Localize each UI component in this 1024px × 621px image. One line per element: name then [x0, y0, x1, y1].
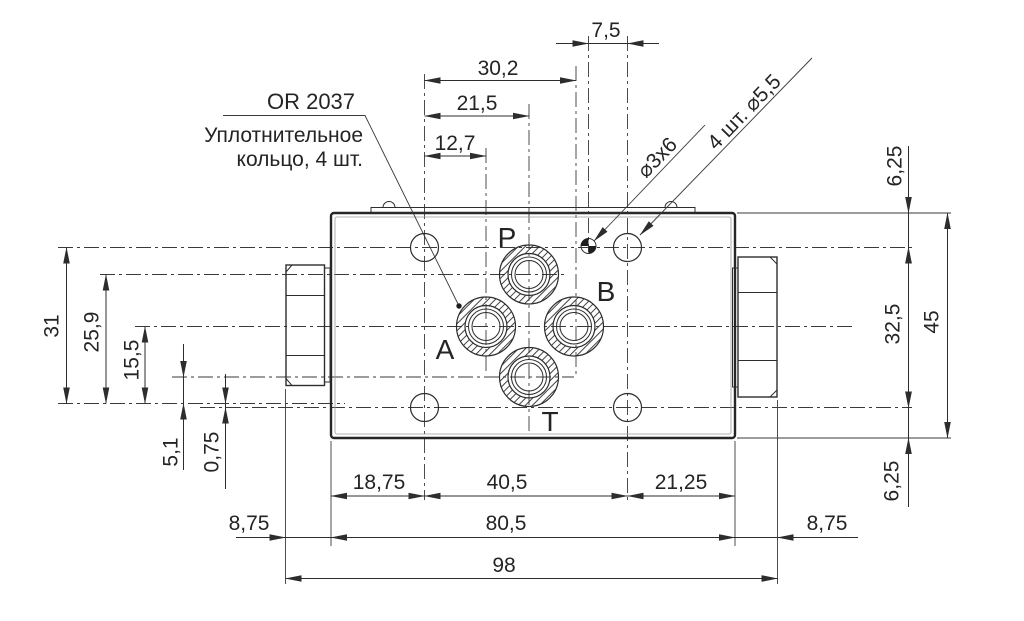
dim-text-25-9: 25,9: [81, 312, 104, 353]
labels: OR 2037 Уплотнительное кольцо, 4 шт. ⌀3x…: [41, 19, 944, 577]
top-strip-bump-left: [382, 201, 396, 208]
holes-group: [409, 232, 643, 423]
mounting-hole-top-left: [409, 232, 440, 263]
leader-oring: [223, 115, 460, 307]
right-nut-chamfer-top: [769, 256, 778, 265]
port-label-t: T: [541, 406, 558, 437]
block-inner-edge: [334, 216, 732, 435]
callout-oring-desc-line2: кольцо, 4 шт.: [237, 148, 363, 171]
dim-text-12-7: 12,7: [435, 132, 476, 155]
leader-oring-dot: [456, 303, 462, 309]
leader-lines: [223, 57, 813, 309]
port-t-oring: [498, 346, 560, 408]
port-a-groove: [468, 308, 504, 345]
right-nut-chamfer-bottom: [769, 389, 778, 398]
top-strip: [370, 207, 696, 214]
mounting-hole-bottom-left: [409, 392, 440, 423]
dim-text-8-75-right: 8,75: [807, 512, 848, 535]
port-t: [498, 346, 560, 408]
left-nut-chamfer-top: [285, 264, 293, 273]
port-b-oring: [543, 296, 605, 357]
port-label-a: A: [436, 334, 455, 365]
port-b-bore: [559, 312, 589, 341]
dim-text-6-25-bottom: 6,25: [881, 461, 904, 502]
dim-text-21-5: 21,5: [457, 92, 498, 115]
left-nut-chamfer-bottom: [285, 378, 293, 386]
dim-text-18-75: 18,75: [353, 471, 406, 494]
dim-text-40-5: 40,5: [487, 471, 528, 494]
left-nut-body: [285, 264, 326, 387]
callout-oring-code: OR 2037: [267, 89, 355, 114]
dim-text-15-5: 15,5: [121, 340, 144, 381]
leader-pin-hole: [593, 124, 706, 242]
mounting-hole-top-right: [612, 232, 643, 263]
dim-text-8-75-left: 8,75: [229, 512, 270, 535]
dimension-lines: [63, 40, 951, 582]
dim-text-32-5: 32,5: [882, 304, 905, 345]
dim-text-5-1: 5,1: [160, 437, 183, 466]
port-b-groove: [556, 308, 592, 345]
port-a: [455, 296, 517, 357]
right-fitting-nut: [732, 256, 778, 398]
top-strip-bump-right: [664, 201, 678, 208]
callout-oring-desc-line1: Уплотнительное: [204, 124, 363, 147]
dim-text-7-5: 7,5: [591, 19, 620, 42]
port-label-p: P: [498, 222, 517, 253]
dim-text-30-2: 30,2: [478, 57, 519, 80]
dim-text-6-25-top: 6,25: [884, 146, 907, 187]
dim-text-21-25: 21,25: [655, 471, 708, 494]
pin-hole-quadrant-se: [588, 246, 596, 254]
dim-text-45: 45: [921, 310, 944, 333]
dim-text-98: 98: [492, 554, 515, 577]
port-a-bore: [471, 312, 501, 341]
ports-group: [455, 244, 605, 408]
port-p-groove: [511, 256, 547, 293]
dim-text-80-5: 80,5: [486, 512, 527, 535]
port-p-bore: [514, 260, 544, 289]
valve-block: [285, 201, 778, 440]
leader-bolt-holes: [639, 57, 813, 236]
port-label-b: B: [597, 276, 616, 307]
port-p: [498, 244, 560, 305]
left-fitting-nut: [285, 264, 331, 387]
extension-lines: [285, 212, 951, 584]
port-b: [543, 296, 605, 357]
port-a-oring: [455, 296, 517, 357]
port-t-groove: [511, 359, 547, 395]
port-t-bore: [514, 362, 544, 392]
locating-pin-hole: [580, 238, 597, 254]
callout-bolt-holes: 4 шт. ⌀5,5: [703, 70, 786, 154]
port-p-oring: [498, 244, 560, 305]
right-nut-body: [737, 256, 778, 398]
pin-hole-quadrant-nw: [581, 238, 589, 246]
dim-text-31: 31: [41, 314, 64, 337]
mounting-hole-bottom-right: [612, 392, 643, 423]
dim-text-0-75: 0,75: [201, 432, 224, 473]
left-nut-washer: [324, 267, 331, 383]
